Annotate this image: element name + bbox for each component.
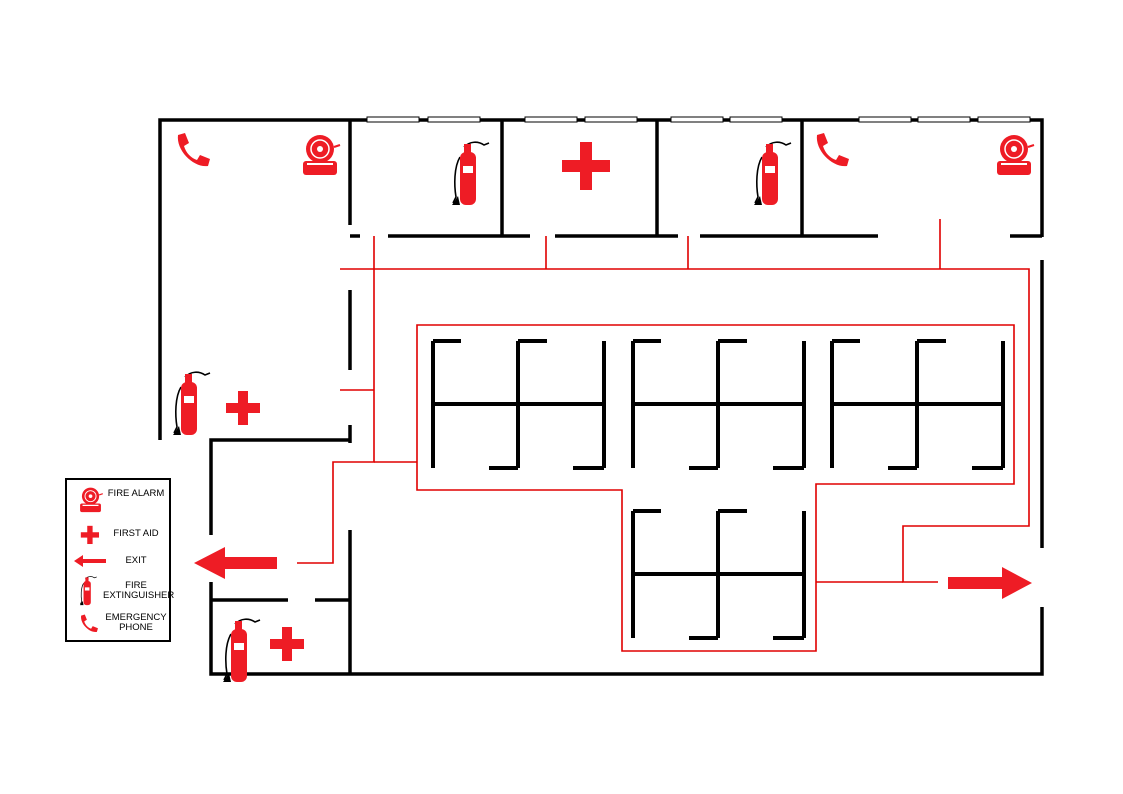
emergency-phone-icon (177, 133, 210, 167)
legend-label: FIRE ALARM (107, 488, 165, 499)
desk-cluster (631, 509, 806, 640)
fire-extinguisher-icon (451, 141, 490, 206)
first-aid-icon (80, 525, 100, 545)
legend-label: FIRE EXTINGUISHER (103, 580, 175, 601)
desk-cluster (830, 339, 1005, 470)
legend-label: EMERGENCY PHONE (105, 612, 167, 633)
bottom-left-walls (211, 530, 352, 674)
fire-alarm-icon (79, 486, 104, 513)
outer-wall (158, 118, 1044, 676)
first-aid-icon (270, 627, 304, 661)
walls (158, 118, 1044, 676)
legend-item-emergency-phone: EMERGENCY PHONE (67, 610, 173, 640)
legend: FIRE ALARM FIRST AID EXIT FIRE EXTINGUIS… (65, 478, 175, 642)
fire-extinguisher-icon (753, 141, 792, 206)
exit-arrow-icon (74, 555, 106, 567)
fire-alarm-icon (996, 134, 1035, 176)
legend-item-fire-alarm: FIRE ALARM (67, 485, 173, 515)
fire-extinguisher-icon (79, 576, 98, 606)
legend-item-first-aid: FIRST AID (67, 520, 173, 550)
emergency-phone-icon (816, 133, 849, 167)
desk-cluster (431, 339, 606, 470)
first-aid-icon (562, 142, 610, 190)
legend-label: FIRST AID (113, 528, 159, 539)
fire-alarm-icon (302, 134, 341, 176)
emergency-phone-icon (81, 614, 98, 632)
evacuation-route (297, 219, 1030, 652)
legend-label: EXIT (125, 555, 147, 566)
exit-arrow-left (194, 547, 277, 579)
windows (366, 116, 1031, 123)
desk-cluster (631, 339, 806, 470)
exit-arrow-right (948, 567, 1032, 599)
first-aid-icon (226, 391, 260, 425)
legend-item-exit: EXIT (67, 547, 173, 577)
legend-item-fire-extinguisher: FIRE EXTINGUISHER (67, 576, 175, 606)
fire-extinguisher-icon (172, 371, 211, 436)
top-rooms-walls (350, 120, 1042, 238)
